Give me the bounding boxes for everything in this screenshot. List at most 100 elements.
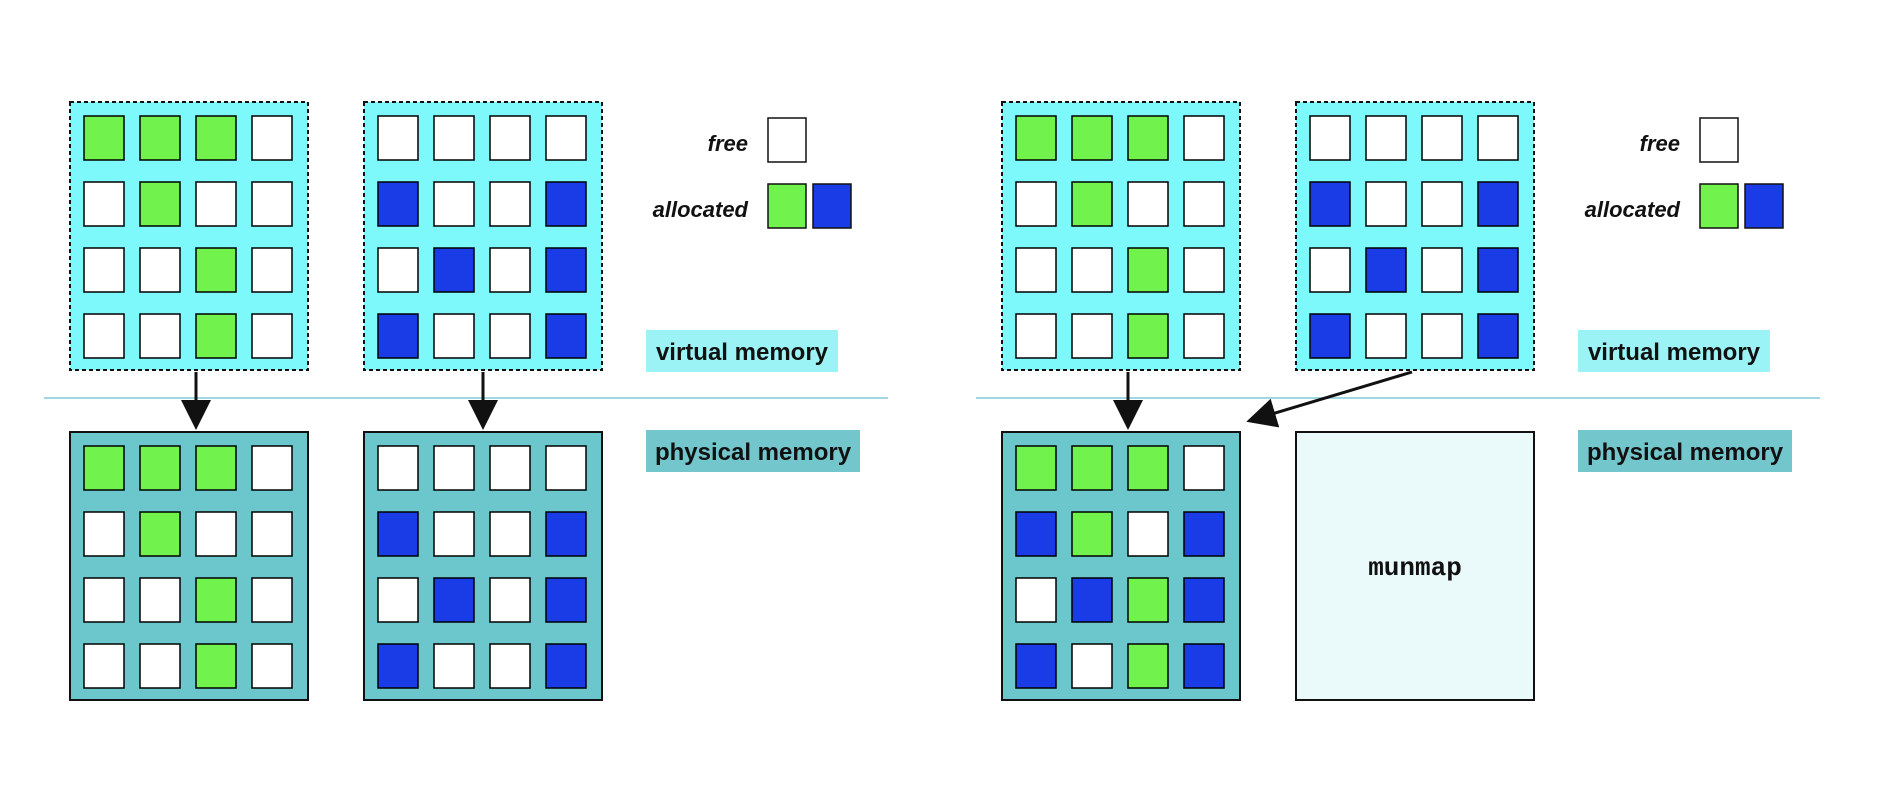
memory-cell-green <box>83 445 125 491</box>
memory-cell-blue <box>1183 577 1225 623</box>
memory-cell-green <box>195 445 237 491</box>
memory-cell-blue <box>545 511 587 557</box>
memory-cell-free <box>1183 313 1225 359</box>
physical-memory-label-bg <box>1578 430 1792 472</box>
memory-cell-free <box>251 313 293 359</box>
memory-cell-free <box>251 115 293 161</box>
memory-cell-green <box>139 445 181 491</box>
memory-cell-blue <box>1015 643 1057 689</box>
memory-cell-free <box>433 181 475 227</box>
virtual-memory-label: virtual memory <box>1588 339 1761 366</box>
memory-cell-green <box>1127 577 1169 623</box>
memory-cell-free <box>251 445 293 491</box>
memory-cell-green <box>1127 313 1169 359</box>
memory-cell-green <box>1127 247 1169 293</box>
memory-cell-free <box>83 577 125 623</box>
memory-cell-free <box>489 577 531 623</box>
memory-cell-green <box>195 577 237 623</box>
memory-cell-free <box>1127 511 1169 557</box>
memory-cell-free <box>251 643 293 689</box>
legend-free-swatch <box>1699 117 1739 163</box>
memory-cell-free <box>1071 247 1113 293</box>
memory-cell-blue <box>1477 313 1519 359</box>
virtual-memory-label: virtual memory <box>656 339 829 366</box>
virtual-memory-label-bg <box>646 330 838 372</box>
panel-left: free allocated virtual memory physical m… <box>44 101 888 701</box>
memory-cell-blue <box>545 313 587 359</box>
memory-cell-blue <box>1071 577 1113 623</box>
memory-cell-free <box>1421 115 1463 161</box>
memory-cell-free <box>1421 181 1463 227</box>
memory-cell-green <box>1127 643 1169 689</box>
memory-cell-free <box>489 445 531 491</box>
memory-cell-green <box>1071 511 1113 557</box>
memory-cell-free <box>1365 313 1407 359</box>
memory-cell-blue <box>545 577 587 623</box>
virtual-page-right-1 <box>1001 101 1241 371</box>
memory-cell-blue <box>545 247 587 293</box>
memory-cell-free <box>1071 643 1113 689</box>
legend-green-swatch <box>767 183 807 229</box>
legend-free-label: free <box>708 131 748 156</box>
memory-cell-green <box>139 115 181 161</box>
memory-cell-free <box>139 643 181 689</box>
memory-cell-free <box>1365 181 1407 227</box>
memory-cell-free <box>433 115 475 161</box>
memory-cell-free <box>139 247 181 293</box>
legend-allocated-label: allocated <box>653 197 749 222</box>
virtual-page-left-2 <box>363 101 603 371</box>
memory-cell-green <box>83 115 125 161</box>
memory-cell-green <box>1127 115 1169 161</box>
memory-cell-free <box>433 643 475 689</box>
physical-memory-label: physical memory <box>1587 439 1784 466</box>
munmap-frame <box>1295 431 1535 701</box>
memory-cell-blue <box>545 181 587 227</box>
memory-cell-free <box>139 577 181 623</box>
memory-cell-blue <box>545 643 587 689</box>
memory-cell-free <box>1015 577 1057 623</box>
memory-cell-blue <box>1015 511 1057 557</box>
legend-free-label: free <box>1640 131 1680 156</box>
legend-green-swatch <box>1699 183 1739 229</box>
legend-free-swatch <box>767 117 807 163</box>
memory-cell-blue <box>1309 313 1351 359</box>
memory-cell-free <box>545 115 587 161</box>
memory-cell-free <box>489 247 531 293</box>
memory-cell-free <box>251 577 293 623</box>
memory-cell-free <box>83 643 125 689</box>
memory-cell-blue <box>377 511 419 557</box>
memory-cell-green <box>1071 115 1113 161</box>
memory-cell-green <box>195 643 237 689</box>
memory-cell-free <box>1183 115 1225 161</box>
memory-cell-free <box>1421 247 1463 293</box>
memory-cell-free <box>1365 115 1407 161</box>
memory-cell-free <box>1309 115 1351 161</box>
memory-cell-free <box>433 511 475 557</box>
memory-cell-free <box>489 643 531 689</box>
memory-cell-free <box>433 313 475 359</box>
memory-cell-free <box>1421 313 1463 359</box>
memory-cell-blue <box>377 313 419 359</box>
memory-cell-free <box>377 577 419 623</box>
memory-cell-free <box>377 247 419 293</box>
memory-cell-free <box>1071 313 1113 359</box>
memory-cell-free <box>433 445 475 491</box>
memory-cell-free <box>251 511 293 557</box>
memory-cell-free <box>83 313 125 359</box>
panel-right: munmap free allocated virtual memory phy… <box>976 101 1820 701</box>
memory-cell-free <box>195 511 237 557</box>
memory-cell-free <box>83 511 125 557</box>
memory-cell-blue <box>1365 247 1407 293</box>
munmap-label: munmap <box>1368 553 1462 583</box>
physical-page-left-1 <box>69 431 309 701</box>
memory-cell-green <box>195 313 237 359</box>
memory-cell-free <box>195 181 237 227</box>
memory-cell-green <box>195 247 237 293</box>
memory-cell-green <box>1071 445 1113 491</box>
munmap-page: munmap <box>1295 431 1535 701</box>
memory-cell-free <box>1309 247 1351 293</box>
legend-allocated-label: allocated <box>1585 197 1681 222</box>
memory-cell-free <box>1127 181 1169 227</box>
memory-cell-free <box>1015 247 1057 293</box>
physical-memory-label: physical memory <box>655 439 852 466</box>
